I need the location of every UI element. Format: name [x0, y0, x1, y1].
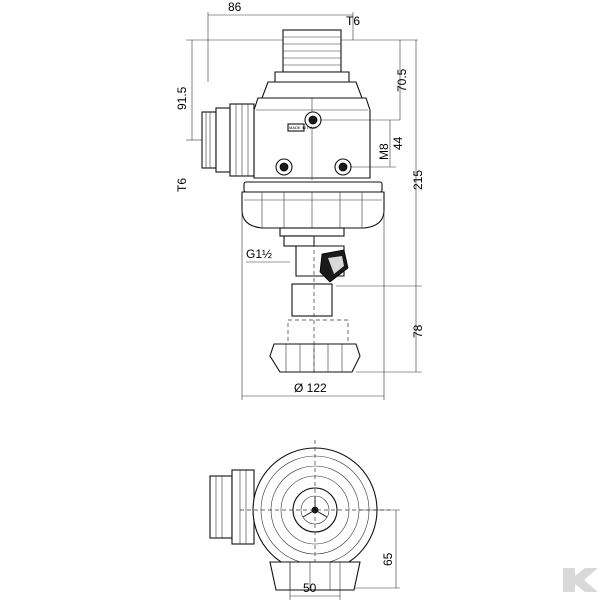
brand-logo: [563, 568, 598, 592]
dim-g-label: G1½: [246, 247, 272, 261]
dim-215-label: 215: [411, 170, 425, 190]
dim-left-group: 91.5 T6: [175, 39, 283, 192]
dim-t6-top-label: T6: [346, 14, 360, 28]
dim-91-5-label: 91.5: [175, 86, 189, 110]
dim-50-label: 50: [303, 581, 317, 595]
dim-diameter-group: Ø 122: [241, 210, 385, 400]
made-in-italy-text: MADE IN ITALY: [289, 125, 318, 130]
side-inlet: [201, 103, 255, 177]
drain-valve: [269, 236, 361, 376]
dim-44-label: 44: [391, 136, 405, 150]
dim-86-group: 86: [207, 0, 354, 82]
dim-70-5-label: 70.5: [395, 68, 409, 92]
filter-body: MADE IN ITALY: [253, 97, 371, 180]
dim-78-label: 78: [411, 324, 425, 338]
dim-t6-side-label: T6: [175, 178, 189, 192]
filter-bowl: [241, 181, 385, 247]
top-fitting: [261, 29, 363, 99]
dim-m8-label: M8: [377, 143, 391, 160]
dim-diameter-label: Ø 122: [294, 381, 327, 395]
dim-86-label: 86: [228, 0, 242, 14]
plan-view: 50 65: [209, 440, 400, 600]
dim-65-label: 65: [381, 552, 395, 566]
dim-right-group: 70.5 M8 44 215 78: [320, 39, 425, 373]
